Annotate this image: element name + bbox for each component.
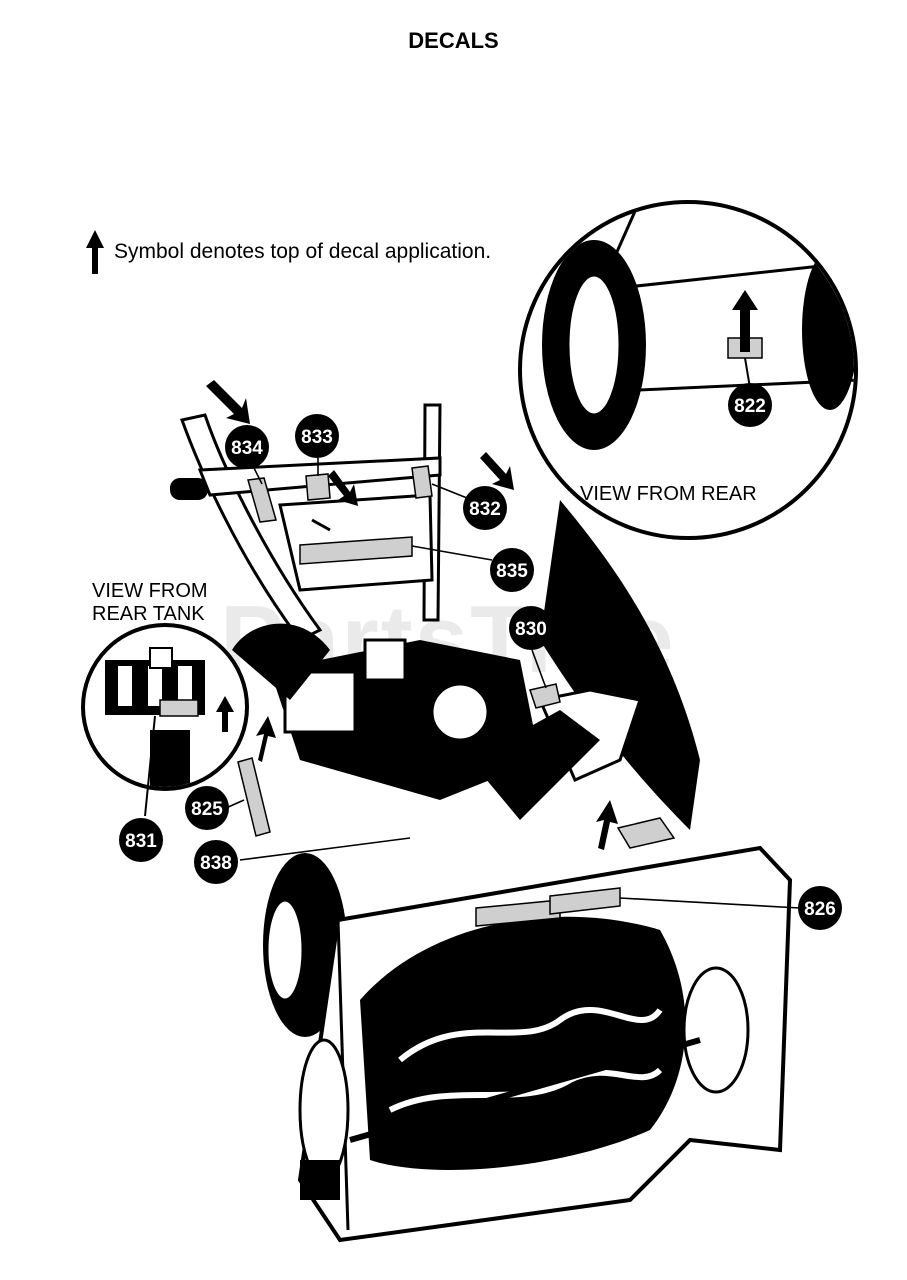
view-from-rear-label: VIEW FROM REAR: [580, 483, 757, 505]
callout-822: 822: [728, 383, 772, 427]
rear-view-inset: [518, 200, 858, 830]
callout-834: 834: [225, 425, 269, 469]
callout-830-label: 830: [515, 619, 547, 640]
callout-838-label: 838: [200, 853, 232, 874]
snow-blower-body: [170, 380, 793, 1243]
legend: Symbol denotes top of decal application.: [86, 230, 491, 274]
legend-text: Symbol denotes top of decal application.: [114, 240, 492, 263]
callout-831: 831: [119, 818, 163, 862]
callout-822-label: 822: [734, 396, 766, 417]
callout-834-label: 834: [231, 438, 263, 459]
view-from-rear-tank-line2: REAR TANK: [92, 603, 205, 625]
callout-825: 825: [185, 786, 229, 830]
callout-831-label: 831: [125, 831, 157, 852]
callout-830: 830: [509, 606, 553, 650]
view-from-rear-tank-line1: VIEW FROM: [92, 580, 208, 602]
callout-826: 826: [798, 886, 842, 930]
callout-826-label: 826: [804, 899, 836, 920]
callout-833-label: 833: [301, 427, 333, 448]
callout-838: 838: [194, 840, 238, 884]
view-from-rear-tank-label: VIEW FROM REAR TANK: [92, 580, 208, 626]
callout-832-label: 832: [469, 499, 501, 520]
callout-825-label: 825: [191, 799, 223, 820]
callout-832: 832: [463, 486, 507, 530]
page-title: DECALS: [408, 28, 499, 53]
up-arrow-icon: [86, 230, 104, 274]
callout-835: 835: [490, 548, 534, 592]
callout-835-label: 835: [496, 561, 528, 582]
leader-lines: [225, 452, 801, 909]
callout-833: 833: [295, 414, 339, 458]
rear-tank-inset: [81, 623, 330, 817]
